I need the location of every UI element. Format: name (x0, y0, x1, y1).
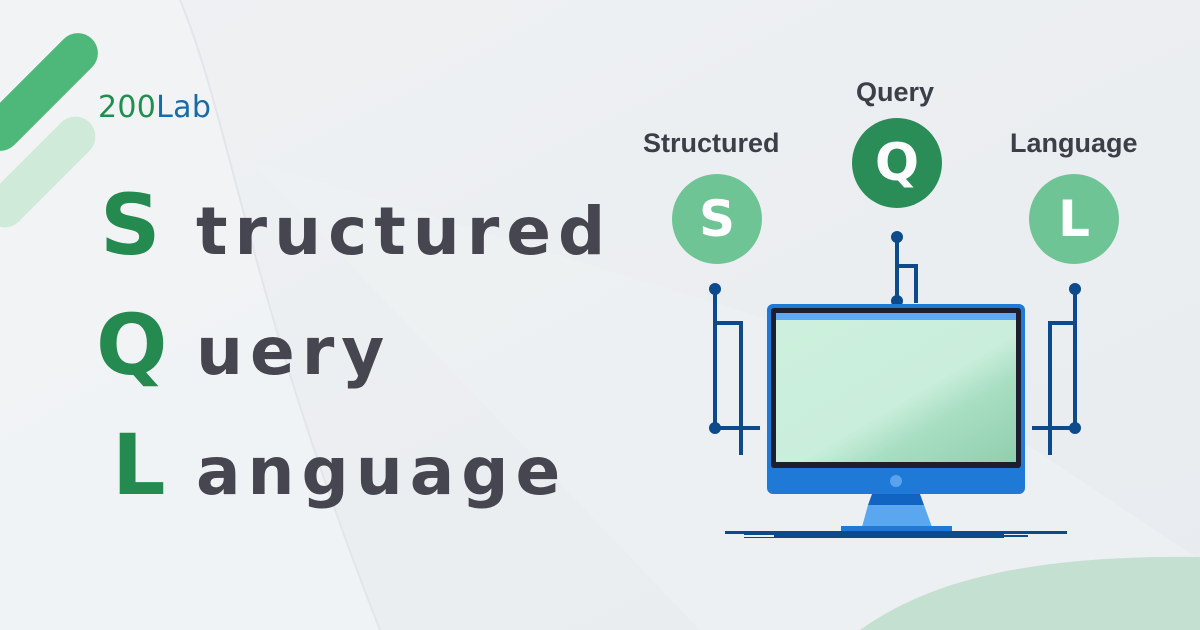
badge-circle-q: Q (852, 118, 942, 208)
brand-logo: 200Lab (98, 90, 211, 125)
acronym-word-rest: uery (196, 313, 392, 390)
acronym-row-query: Q uery (96, 296, 391, 394)
badge-label-query: Query (856, 77, 935, 107)
badge-label-structured: Structured (643, 128, 780, 158)
logo-part-lab: Lab (156, 90, 212, 125)
acronym-word-rest: tructured (196, 193, 613, 270)
logo-part-200: 200 (98, 90, 157, 125)
circuit-lines (713, 237, 1077, 455)
acronym-row-language: L anguage (112, 416, 567, 514)
badge-circle-s: S (672, 174, 762, 264)
badge-letter: Q (874, 133, 920, 193)
badge-letter: S (698, 190, 735, 248)
acronym-letter: L (112, 416, 166, 514)
acronym-row-structured: S tructured (100, 176, 612, 274)
badge-letter: L (1058, 190, 1090, 248)
acronym-letter: S (100, 176, 161, 274)
acronym-letter: Q (96, 296, 168, 394)
acronym-word-rest: anguage (196, 433, 568, 510)
badge-label-language: Language (1010, 128, 1138, 158)
badge-circle-l: L (1029, 174, 1119, 264)
